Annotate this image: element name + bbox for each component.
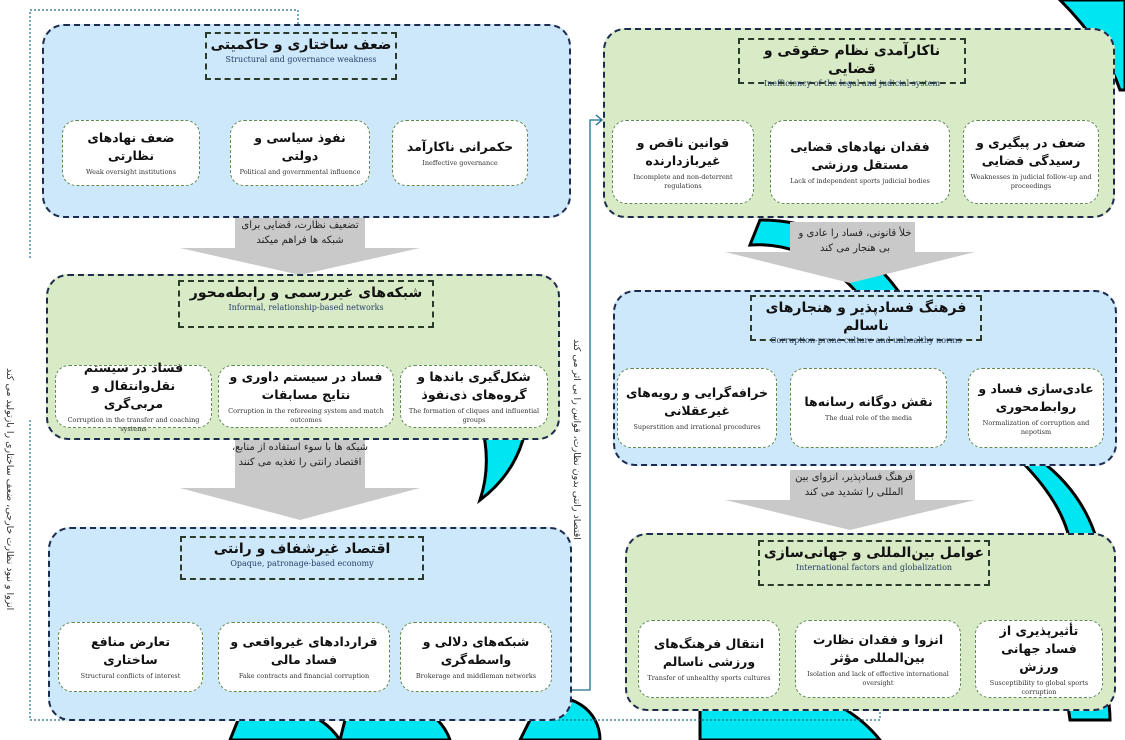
- title-en: International factors and globalization: [795, 563, 953, 572]
- card-label-en: Incomplete and non-deterrent regulations: [633, 172, 733, 190]
- title-fa: ضعف ساختاری و حاکمیتی: [210, 37, 392, 53]
- card-label-en: Susceptibility to global sports corrupti…: [989, 678, 1089, 696]
- card-label: نقش دوگانه رسانه‌ها: [804, 394, 933, 409]
- panel-title: ناکارآمدی نظام حقوقی و قضایی Inefficienc…: [738, 38, 966, 88]
- card-isolation: انزوا و فقدان نظارت بین‌المللی مؤثر Isol…: [795, 620, 961, 698]
- vertical-feedback-label: انزوا و نبود نظارت خارجی، ضعف ساختاری را…: [4, 367, 15, 610]
- card-label: انزوا و فقدان نظارت بین‌المللی مؤثر: [812, 631, 944, 665]
- card-superstition: خرافه‌گرایی و رویه‌های غیرعقلانی Superst…: [617, 368, 777, 448]
- title-fa: شبکه‌های غیررسمی و رابطه‌محور: [189, 285, 423, 301]
- vertical-connector-label: اقتصاد رانتی بدون نظارت، قوانین را بی اث…: [571, 339, 582, 540]
- card-refereeing-corruption: فساد در سیستم داوری و نتایج مسابقات Corr…: [218, 365, 394, 428]
- card-label: قوانین ناقص و غیربازدارنده: [636, 134, 730, 168]
- card-label: خرافه‌گرایی و رویه‌های غیرعقلانی: [625, 385, 769, 418]
- card-label-en: The formation of cliques and influential…: [408, 407, 540, 424]
- arrow-label: فرهنگ فسادپذیر، انزوای بین المللی را تشد…: [795, 472, 913, 498]
- title-fa: اقتصاد غیرشفاف و رانتی: [213, 541, 391, 557]
- title-en: Informal, relationship-based networks: [228, 303, 384, 312]
- card-label: تعارض منافع ساختاری: [90, 634, 171, 667]
- card-political-influence: نفوذ سیاسی و دولتی Political and governm…: [230, 120, 370, 186]
- card-label: فقدان نهادهای قضایی مستقل ورزشی: [790, 139, 930, 172]
- card-label-en: Brokerage and middleman networks: [415, 672, 537, 680]
- title-fa: فرهنگ فسادپذیر و هنجارهای ناسالم: [765, 300, 967, 334]
- card-label-en: Corruption in the transfer and coaching …: [67, 416, 200, 433]
- card-label-en: Corruption in the refereeing system and …: [228, 407, 384, 424]
- card-label: ضعف نهادهای نظارتی: [87, 130, 175, 163]
- card-label: قراردادهای غیرواقعی و فساد مالی: [230, 634, 378, 667]
- arrow-label: تضعیف نظارت، قضایی برای شبکه ها فراهم می…: [241, 220, 359, 246]
- card-cliques: شکل‌گیری باندها و گروه‌های ذی‌نفوذ The f…: [400, 365, 548, 428]
- card-label-en: Isolation and lack of effective internat…: [807, 669, 949, 687]
- card-label-en: The dual role of the media: [824, 414, 913, 422]
- card-label: انتقال فرهنگ‌های ورزشی ناسالم: [653, 636, 765, 669]
- title-fa: ناکارآمدی نظام حقوقی و قضایی: [763, 43, 941, 77]
- card-label-en: Weak oversight institutions: [85, 168, 177, 176]
- card-media-role: نقش دوگانه رسانه‌ها The dual role of the…: [790, 368, 947, 448]
- panel-title: فرهنگ فسادپذیر و هنجارهای ناسالم Corrupt…: [750, 295, 982, 345]
- card-label-en: Political and governmental influence: [239, 168, 361, 176]
- card-label-en: Structural conflicts of interest: [80, 672, 181, 680]
- card-lack-judicial-bodies: فقدان نهادهای قضایی مستقل ورزشی Lack of …: [770, 120, 950, 204]
- card-normalization: عادی‌سازی فساد و روابط‌محوری Normalizati…: [968, 368, 1104, 448]
- panel-title: اقتصاد غیرشفاف و رانتی Opaque, patronage…: [180, 536, 424, 580]
- card-weak-oversight: ضعف نهادهای نظارتی Weak oversight instit…: [62, 120, 200, 186]
- card-label: حکمرانی ناکارآمد: [406, 139, 514, 154]
- card-ineffective-governance: حکمرانی ناکارآمد Ineffective governance: [392, 120, 528, 186]
- title-en: Inefficiency of the legal and judicial s…: [763, 79, 941, 88]
- card-label: فساد در سیستم داوری و نتایج مسابقات: [229, 369, 383, 402]
- card-label: عادی‌سازی فساد و روابط‌محوری: [978, 380, 1094, 414]
- card-label: ضعف در پیگیری و رسیدگی قضایی: [976, 134, 1086, 168]
- title-en: Structural and governance weakness: [225, 55, 377, 64]
- card-label-en: Fake contracts and financial corruption: [238, 672, 370, 680]
- card-label-en: Transfer of unhealthy sports cultures: [647, 674, 771, 682]
- card-transfer-corruption: فساد در سیستم نقل‌وانتقال و مربی‌گری Cor…: [55, 360, 212, 433]
- panel-title: عوامل بین‌المللی و جهانی‌سازی Internatio…: [758, 540, 990, 586]
- card-label: فساد در سیستم نقل‌وانتقال و مربی‌گری: [83, 360, 184, 411]
- card-brokerage: شبکه‌های دلالی و واسطه‌گری Brokerage and…: [400, 622, 552, 692]
- card-label-en: Superstition and irrational procedures: [633, 423, 761, 431]
- card-label: نفوذ سیاسی و دولتی: [254, 130, 346, 163]
- card-label: شبکه‌های دلالی و واسطه‌گری: [422, 634, 530, 667]
- card-label-en: Weaknesses in judicial follow-up and pro…: [970, 172, 1092, 190]
- card-label-en: Normalization of corruption and nepotism: [982, 418, 1090, 436]
- arrow-label: خلأ قانونی، فساد را عادی و بی هنجار می ک…: [798, 228, 912, 254]
- card-label-en: Lack of independent sports judicial bodi…: [790, 177, 930, 185]
- card-incomplete-regulations: قوانین ناقص و غیربازدارنده Incomplete an…: [612, 120, 754, 204]
- card-label: شکل‌گیری باندها و گروه‌های ذی‌نفوذ: [417, 369, 531, 402]
- card-judicial-weakness: ضعف در پیگیری و رسیدگی قضایی Weaknesses …: [963, 120, 1099, 204]
- title-fa: عوامل بین‌المللی و جهانی‌سازی: [763, 545, 985, 561]
- panel-title: ضعف ساختاری و حاکمیتی Structural and gov…: [205, 32, 397, 80]
- title-en: Corruption-prone culture and unhealthy n…: [770, 336, 962, 345]
- card-conflicts-of-interest: تعارض منافع ساختاری Structural conflicts…: [58, 622, 203, 692]
- title-en: Opaque, patronage-based economy: [230, 559, 374, 568]
- arrow-label: شبکه ها با سوء استفاده از منابع، اقتصاد …: [231, 442, 369, 468]
- card-unhealthy-cultures: انتقال فرهنگ‌های ورزشی ناسالم Transfer o…: [638, 620, 780, 698]
- card-fake-contracts: قراردادهای غیرواقعی و فساد مالی Fake con…: [218, 622, 390, 692]
- card-label: تأثیرپذیری از فساد جهانی ورزش: [999, 622, 1079, 674]
- card-label-en: Ineffective governance: [422, 159, 498, 167]
- card-global-corruption: تأثیرپذیری از فساد جهانی ورزش Susceptibi…: [975, 620, 1103, 698]
- panel-title: شبکه‌های غیررسمی و رابطه‌محور Informal, …: [178, 280, 434, 328]
